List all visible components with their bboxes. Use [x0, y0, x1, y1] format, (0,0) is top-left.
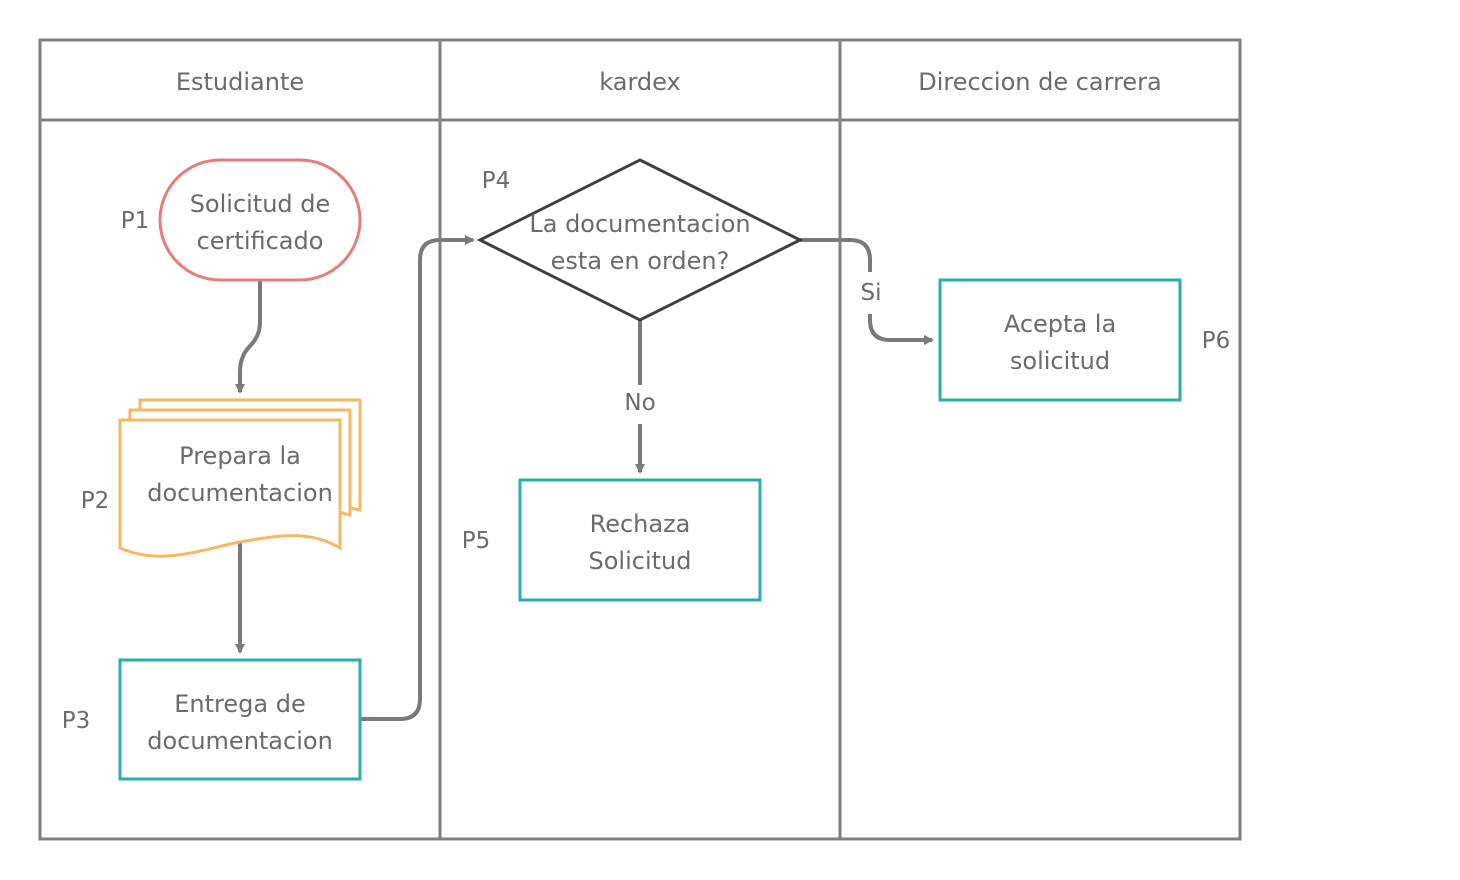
frame-border — [38, 38, 1242, 841]
node-p6-line2: solicitud — [1010, 347, 1110, 375]
document-sheet-front — [118, 418, 342, 558]
node-p2-line2: documentacion — [147, 479, 333, 507]
node-p3-line1: Entrega de — [174, 690, 305, 718]
terminator-shape — [158, 158, 362, 282]
node-p3[interactable]: Entrega de documentacion — [118, 658, 362, 781]
node-p1-line2: certificado — [197, 227, 324, 255]
edge-p4-p6-upper — [800, 238, 872, 272]
node-p6-line1: Acepta la — [1004, 310, 1116, 338]
node-p5-line1: Rechaza — [590, 510, 691, 538]
edge-p4-p6-lower — [868, 314, 934, 345]
decision-shape — [476, 158, 804, 322]
lane-title-direccion: Direccion de carrera — [918, 68, 1162, 96]
edge-label-no: No — [624, 390, 655, 416]
step-label-p1: P1 — [121, 208, 150, 234]
node-p1-line1: Solicitud de — [190, 190, 331, 218]
swimlane-frame — [38, 38, 1242, 841]
node-p5[interactable]: Rechaza Solicitud — [518, 478, 762, 602]
process-shape — [518, 478, 762, 602]
step-label-p2: P2 — [81, 488, 110, 514]
step-label-p5: P5 — [462, 528, 491, 554]
node-p4-line1: La documentacion — [529, 210, 750, 238]
node-p4-line2: esta en orden? — [551, 247, 730, 275]
step-label-p4: P4 — [482, 168, 511, 194]
process-shape — [938, 278, 1182, 402]
node-p2[interactable]: Prepara la documentacion — [118, 398, 362, 558]
node-p1[interactable]: Solicitud de certificado — [158, 158, 362, 282]
edge-p3-p4 — [361, 235, 475, 721]
edge-p1-p2 — [235, 280, 262, 394]
edge-label-si: Si — [861, 280, 882, 306]
node-p2-line1: Prepara la — [179, 442, 301, 470]
node-p3-line2: documentacion — [147, 727, 333, 755]
step-label-p6: P6 — [1202, 328, 1231, 354]
step-label-p3: P3 — [62, 708, 91, 734]
lane-title-estudiante: Estudiante — [176, 68, 304, 96]
process-shape — [118, 658, 362, 781]
node-p5-line2: Solicitud — [589, 547, 692, 575]
node-p4[interactable]: La documentacion esta en orden? — [476, 158, 804, 322]
lane-title-kardex: kardex — [599, 68, 680, 96]
node-p6[interactable]: Acepta la solicitud — [938, 278, 1182, 402]
